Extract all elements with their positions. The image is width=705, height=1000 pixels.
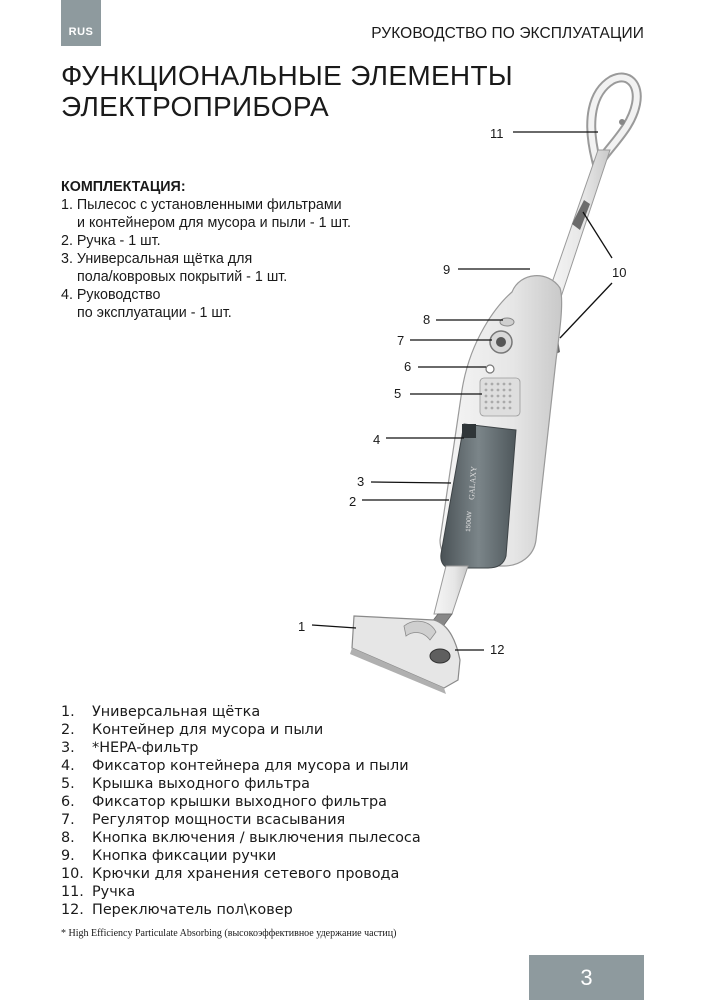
brand-logo: GALAXY xyxy=(467,466,478,501)
package-item: 2. Ручка - 1 шт. xyxy=(61,232,351,250)
callout-number: 8 xyxy=(423,312,431,327)
package-item-line: и контейнером для мусора и пыли - 1 шт. xyxy=(77,215,351,231)
list-item: 11. Ручка xyxy=(61,883,421,901)
package-item-line: 2. Ручка - 1 шт. xyxy=(61,233,161,249)
container-latch xyxy=(462,424,476,438)
list-item-label: Фиксатор контейнера для мусора и пыли xyxy=(92,758,409,774)
package-item-line: 4. Руководство xyxy=(61,287,161,303)
list-item-label: Кнопка включения / выключения пылесоса xyxy=(92,830,421,846)
list-item-label: *HEPA-фильтр xyxy=(92,740,199,756)
list-item-number: 2. xyxy=(61,722,75,738)
list-item-number: 11. xyxy=(61,884,84,900)
parts-list: 1. Универсальная щётка 2. Контейнер для му… xyxy=(61,703,421,919)
list-item: 7. Регулятор мощности всасывания xyxy=(61,811,421,829)
list-item: 10. Крючки для хранения сетевого провода xyxy=(61,865,421,883)
floor-carpet-switch xyxy=(429,648,451,664)
list-item-number: 9. xyxy=(61,848,75,864)
list-item-label: Крючки для хранения сетевого провода xyxy=(92,866,400,882)
callout-number: 4 xyxy=(373,432,381,447)
dust-container xyxy=(440,423,517,569)
list-item-number: 1. xyxy=(61,704,75,720)
callout-number: 11 xyxy=(490,126,504,141)
list-item-label: Ручка xyxy=(92,884,136,900)
list-item: 2. Контейнер для мусора и пыли xyxy=(61,721,421,739)
list-item-label: Регулятор мощности всасывания xyxy=(92,812,346,828)
package-item-line: пола/ковровых покрытий - 1 шт. xyxy=(77,269,288,285)
page-title: ФУНКЦИОНАЛЬНЫЕ ЭЛЕМЕНТЫ ЭЛЕКТРОПРИБОРА xyxy=(61,60,513,122)
page-title-line-1: ФУНКЦИОНАЛЬНЫЕ ЭЛЕМЕНТЫ xyxy=(61,60,513,91)
callout-leaders xyxy=(311,131,613,651)
list-item: 3. *HEPA-фильтр xyxy=(61,739,421,757)
list-item-label: Переключатель пол\ковер xyxy=(92,902,293,918)
list-item: 8. Кнопка включения / выключения пылесоса xyxy=(61,829,421,847)
list-item-number: 10. xyxy=(61,866,84,882)
callout-number: 5 xyxy=(394,386,402,401)
list-item: 12. Переключатель пол\ковер xyxy=(61,901,421,919)
list-item-number: 12. xyxy=(61,902,84,918)
list-item-label: Универсальная щётка xyxy=(92,704,261,720)
list-item-number: 8. xyxy=(61,830,75,846)
list-item: 5. Крышка выходного фильтра xyxy=(61,775,421,793)
package-item: 3. Универсальная щётка для пола/ковровых… xyxy=(61,250,351,286)
list-item-number: 6. xyxy=(61,794,75,810)
package-contents: КОМПЛЕКТАЦИЯ: 1. Пылесос с установленным… xyxy=(61,178,351,322)
callout-number: 10 xyxy=(612,265,627,280)
page-title-line-2: ЭЛЕКТРОПРИБОРА xyxy=(61,91,329,122)
page-number: 3 xyxy=(529,955,644,1000)
footnote: * High Efficiency Particulate Absorbing … xyxy=(61,928,397,939)
package-item-line: 1. Пылесос с установленными фильтрами xyxy=(61,197,342,213)
list-item: 4. Фиксатор контейнера для мусора и пыли xyxy=(61,757,421,775)
callout-number: 12 xyxy=(490,642,505,657)
power-rating: 1500W xyxy=(465,510,473,532)
list-item-number: 7. xyxy=(61,812,75,828)
callout-number: 9 xyxy=(443,262,451,277)
package-contents-heading: КОМПЛЕКТАЦИЯ: xyxy=(61,179,186,195)
package-item: 1. Пылесос с установленными фильтрами и … xyxy=(61,196,351,232)
list-item: 9. Кнопка фиксации ручки xyxy=(61,847,421,865)
list-item: 6. Фиксатор крышки выходного фильтра xyxy=(61,793,421,811)
cord-hook-upper xyxy=(572,200,590,230)
vacuum-cleaner-illustration: GALAXY 1500W xyxy=(311,72,642,694)
lower-tube xyxy=(433,565,469,615)
list-item-number: 4. xyxy=(61,758,75,774)
callout-number: 3 xyxy=(357,474,365,489)
callout-number: 1 xyxy=(298,619,306,634)
filter-cover-latch xyxy=(485,364,495,374)
exhaust-filter-cover xyxy=(479,377,521,417)
callout-number: 7 xyxy=(397,333,405,348)
callout-number: 2 xyxy=(349,494,357,509)
package-item-line: 3. Универсальная щётка для xyxy=(61,251,253,267)
package-item-line: по эксплуатации - 1 шт. xyxy=(77,305,232,321)
list-item-number: 5. xyxy=(61,776,75,792)
list-item-label: Крышка выходного фильтра xyxy=(92,776,310,792)
list-item-label: Фиксатор крышки выходного фильтра xyxy=(92,794,387,810)
language-badge: RUS xyxy=(61,0,101,46)
callout-number: 6 xyxy=(404,359,412,374)
package-item: 4. Руководство по эксплуатации - 1 шт. xyxy=(61,286,351,322)
manual-header-title: РУКОВОДСТВО ПО ЭКСПЛУАТАЦИИ xyxy=(371,25,644,42)
list-item-label: Кнопка фиксации ручки xyxy=(92,848,277,864)
list-item: 1. Универсальная щётка xyxy=(61,703,421,721)
list-item-number: 3. xyxy=(61,740,75,756)
list-item-label: Контейнер для мусора и пыли xyxy=(92,722,324,738)
power-button xyxy=(499,317,515,327)
